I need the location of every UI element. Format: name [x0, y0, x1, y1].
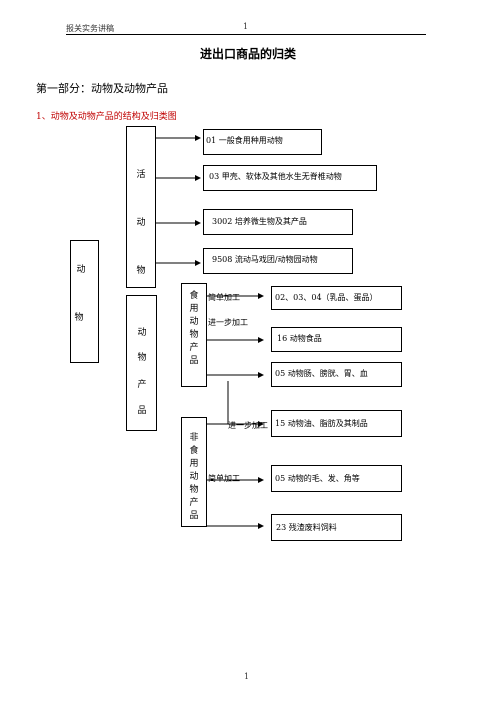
- category-box: 3002 培养微生物及其产品: [203, 209, 353, 235]
- category-box: 23 残渣废料饲料: [271, 514, 402, 541]
- category-label: 9508 流动马戏团/动物园动物: [212, 255, 318, 264]
- root-animal-box: [70, 240, 99, 363]
- category-box: 03 甲壳、软体及其他水生无脊椎动物: [203, 165, 377, 191]
- category-label: 16 动物食品: [277, 334, 322, 343]
- nonedible-product-char: 食: [189, 446, 199, 456]
- category-box: 05 动物的毛、发、角等: [271, 465, 402, 492]
- animal-product-char: 品: [137, 406, 147, 416]
- live-animal-box: [126, 126, 156, 288]
- part-heading: 第一部分：动物及动物产品: [36, 82, 168, 95]
- category-box: 05 动物肠、膀胱、胃、血: [271, 362, 402, 387]
- category-label: 3002 培养微生物及其产品: [212, 217, 307, 226]
- animal-product-box: [126, 295, 157, 431]
- category-box: 15 动物油、脂肪及其制品: [271, 410, 402, 437]
- header-page-number: 1: [243, 22, 249, 31]
- header-divider: [66, 34, 426, 35]
- root-animal-char-1: 动: [76, 265, 86, 275]
- category-box: 9508 流动马戏团/动物园动物: [203, 248, 353, 274]
- section-subheading: 1、动物及动物产品的结构及归类图: [36, 112, 177, 122]
- header-text: 报关实务讲稿: [66, 24, 114, 33]
- nonedible-product-char: 物: [189, 485, 199, 495]
- nonedible-product-char: 产: [189, 498, 199, 508]
- category-label: 01 一般食用种用动物: [206, 136, 283, 145]
- live-animal-char: 动: [136, 218, 146, 228]
- nonedible-product-char: 非: [189, 433, 199, 443]
- edible-product-char: 食: [189, 291, 199, 301]
- animal-product-char: 产: [137, 380, 147, 390]
- edible-product-char: 动: [189, 317, 199, 327]
- live-animal-char: 活: [136, 170, 146, 180]
- root-animal-char-2: 物: [74, 313, 84, 323]
- category-box: 16 动物食品: [271, 327, 402, 352]
- animal-product-char: 动: [137, 328, 147, 338]
- footer-page-number: 1: [244, 672, 250, 681]
- processing-label: 简单加工: [208, 474, 240, 483]
- category-label: 05 动物的毛、发、角等: [275, 474, 360, 483]
- nonedible-product-box: [181, 417, 207, 527]
- nonedible-product-char: 用: [189, 459, 199, 469]
- category-label: 03 甲壳、软体及其他水生无脊椎动物: [209, 172, 342, 181]
- nonedible-product-char: 动: [189, 472, 199, 482]
- category-label: 02、03、04（乳品、蛋品）: [275, 293, 378, 302]
- edible-product-char: 物: [189, 330, 199, 340]
- nonedible-product-char: 品: [189, 511, 199, 521]
- document-title: 进出口商品的归类: [199, 47, 296, 61]
- category-label: 15 动物油、脂肪及其制品: [275, 419, 368, 428]
- processing-label: 进一步加工: [228, 421, 268, 430]
- category-box: 02、03、04（乳品、蛋品）: [271, 286, 402, 310]
- live-animal-char: 物: [136, 266, 146, 276]
- category-label: 05 动物肠、膀胱、胃、血: [275, 369, 368, 378]
- processing-label: 简单加工: [208, 293, 240, 302]
- category-box: 01 一般食用种用动物: [203, 129, 322, 155]
- processing-label: 进一步加工: [208, 318, 248, 327]
- edible-product-char: 品: [189, 356, 199, 366]
- edible-product-box: [181, 283, 207, 387]
- edible-product-char: 产: [189, 343, 199, 353]
- animal-product-char: 物: [137, 353, 147, 363]
- category-label: 23 残渣废料饲料: [276, 523, 337, 532]
- edible-product-char: 用: [189, 304, 199, 314]
